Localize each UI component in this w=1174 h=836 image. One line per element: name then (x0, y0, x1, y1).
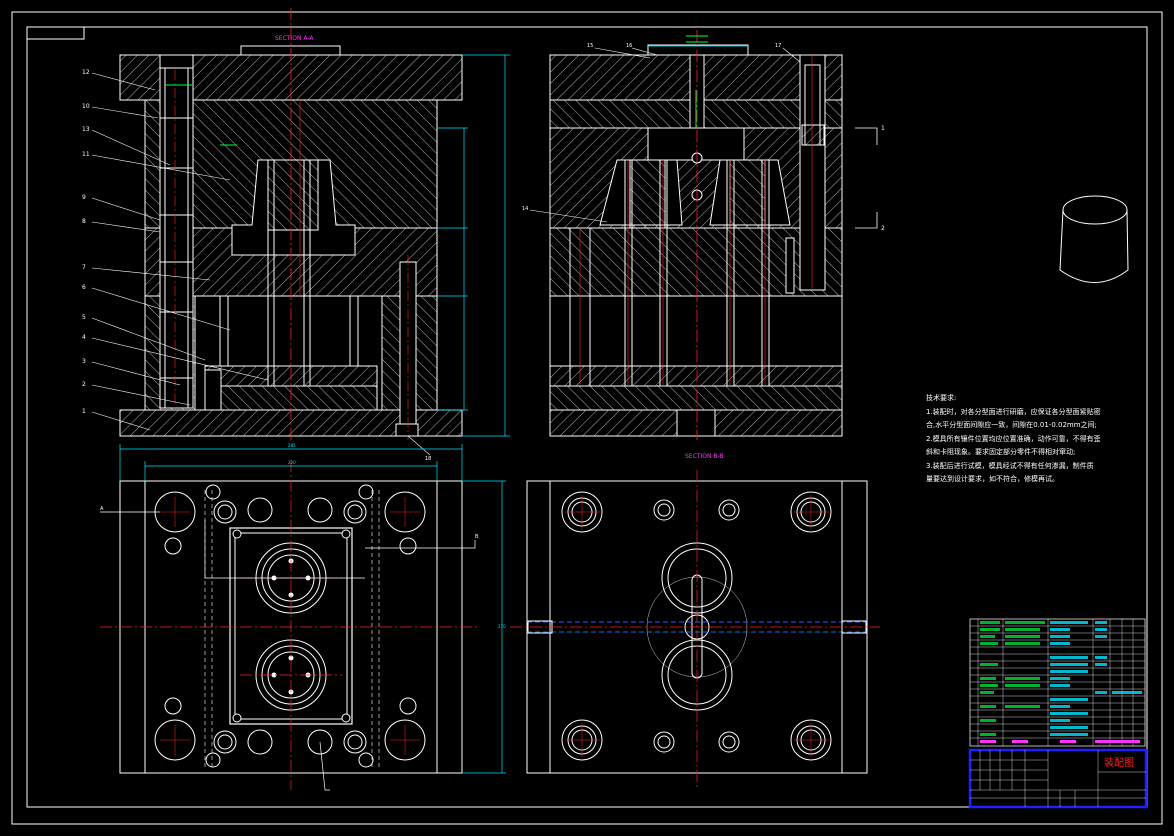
section-a-a-view: SECTION A-A (82, 8, 510, 462)
section-mark-2: 2 (881, 225, 885, 232)
balloon-2: 2 (82, 381, 86, 388)
balloon-1: 1 (82, 408, 86, 415)
section-a-a-title: SECTION A-A (275, 35, 314, 42)
balloon-17: 17 (775, 43, 781, 49)
section-b-b-view: 1 2 15 16 17 14 (522, 30, 885, 440)
balloon-8: 8 (82, 218, 86, 225)
balloon-6: 6 (82, 284, 86, 291)
balloon-16: 16 (626, 43, 632, 49)
notes-line: 斜和卡阻现象。要求固定部分零件不得相对窜动; (926, 448, 1076, 456)
balloon-9: 9 (82, 194, 86, 201)
notes-line: 1.装配时，对各分型面进行研磨，应保证各分型面紧贴密 (926, 407, 1101, 416)
balloon-13: 13 (82, 126, 90, 133)
cut-label-a: A (100, 506, 104, 512)
left-balloons: 12 10 13 11 9 8 7 6 5 4 3 2 1 (82, 69, 90, 415)
dim-inner-width: 220 (288, 460, 296, 465)
notes-line: 2.模具所有镶件位置均应位置准确，动作可靠，不得有歪 (926, 434, 1101, 443)
technical-requirements-notes: 技术要求: 1.装配时，对各分型面进行研磨，应保证各分型面紧贴密 合,水平分型面… (926, 392, 1116, 487)
notes-line: 量要达到设计要求，如不符合，修模再试。 (926, 475, 1059, 483)
cut-label-b: B (475, 534, 479, 540)
section-mark-1: 1 (881, 125, 885, 132)
notes-line: 3.装配后进行试模，模具经试不得有任何渗漏，制件质 (926, 461, 1094, 470)
product-sketch (1059, 195, 1129, 283)
title-block-name: 装配图 (1104, 756, 1134, 769)
section-b-b-title: SECTION B-B (685, 453, 724, 460)
balloon-10: 10 (82, 103, 90, 110)
moving-half-plan-view: 285 220 270 A B (100, 443, 506, 791)
bill-of-materials-table (969, 618, 1146, 747)
balloon-18: 18 (425, 456, 431, 462)
title-block: 装配图 (968, 748, 1148, 809)
balloon-3: 3 (82, 358, 86, 365)
balloon-4: 4 (82, 334, 86, 341)
balloon-5: 5 (82, 314, 86, 321)
balloon-14: 14 (522, 206, 528, 212)
balloon-7: 7 (82, 264, 86, 271)
dim-overall-width: 285 (288, 443, 296, 448)
dim-height: 270 (498, 624, 506, 629)
notes-line: 合,水平分型面间隙应一致，间隙在0.01-0.02mm之间; (926, 421, 1097, 429)
balloon-15: 15 (587, 43, 593, 49)
balloon-12: 12 (82, 69, 90, 76)
balloon-11: 11 (82, 151, 90, 158)
notes-title: 技术要求: (926, 394, 957, 402)
drawing-frame (11, 11, 1163, 825)
fixed-half-plan-view: SECTION B-B (510, 453, 880, 790)
